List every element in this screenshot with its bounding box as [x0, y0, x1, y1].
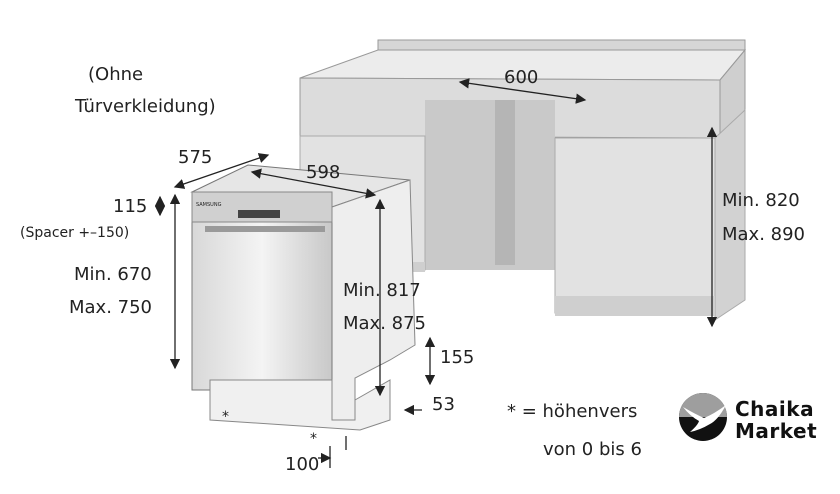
dim-575	[173, 153, 270, 189]
asterisk-rear: *	[310, 431, 317, 447]
dim-598	[250, 168, 377, 199]
asterisk-front: *	[222, 409, 229, 425]
seagull-icon	[683, 405, 726, 432]
dimension-lines	[154, 78, 718, 468]
label-front-min: Min. 670	[74, 264, 152, 285]
label-niche-min: Min. 820	[722, 190, 800, 211]
brand-label: SAMSUNG	[196, 202, 222, 208]
niche-back-panel	[495, 100, 515, 265]
label-115: 115	[113, 196, 147, 217]
footnote-line1: * = höhenvers	[507, 401, 637, 422]
footnote-line2: von 0 bis 6	[543, 439, 642, 460]
right-cabinet-side	[714, 108, 746, 321]
niche-recess	[425, 100, 555, 270]
right-cabinet	[554, 137, 716, 314]
logo-line1: Chaika	[735, 397, 815, 421]
label-598: 598	[306, 162, 340, 183]
label-front-max: Max. 750	[69, 297, 152, 318]
base-block	[209, 379, 391, 431]
label-100: 100	[285, 454, 319, 475]
label-niche-max: Max. 890	[722, 224, 805, 245]
label-53: 53	[432, 394, 455, 415]
dim-600	[458, 78, 587, 104]
dishwasher-front	[191, 191, 333, 391]
backsplash	[377, 39, 746, 51]
handle	[205, 226, 325, 232]
label-spacer: (Spacer +–150)	[20, 225, 129, 241]
label-appliance-max: Max. 875	[343, 313, 426, 334]
display	[238, 210, 280, 218]
logo-text: Chaika Market	[735, 398, 817, 442]
label-appliance-min: Min. 817	[343, 280, 421, 301]
label-575: 575	[178, 147, 212, 168]
note-line2: Türverkleidung)	[74, 96, 216, 117]
right-cabinet-plinth	[555, 296, 715, 316]
logo-line2: Market	[735, 419, 818, 443]
note-line1: (Ohne	[88, 64, 143, 85]
chaika-market-logo	[679, 393, 727, 441]
label-600: 600	[504, 67, 538, 88]
label-155: 155	[440, 347, 474, 368]
